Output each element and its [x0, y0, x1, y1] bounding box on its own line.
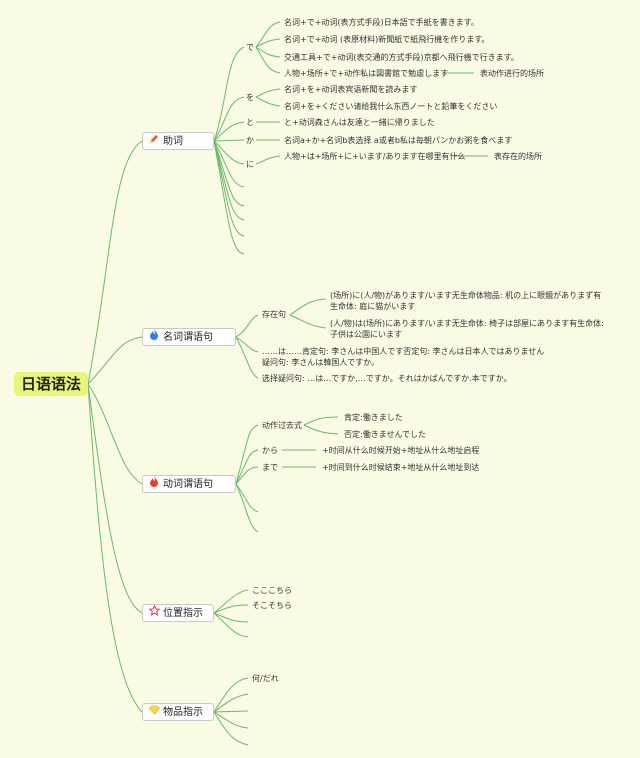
pencil-icon — [147, 133, 161, 151]
root-topic[interactable]: 日语语法 — [14, 372, 88, 396]
verb-past[interactable]: 动作过去式 — [262, 421, 302, 430]
particle-ni-note[interactable]: 表存在的场所 — [494, 152, 542, 161]
particle-de-item[interactable]: 名词+で+动词 (表原材料)新聞紙で紙飛行機を作ります。 — [284, 35, 490, 44]
branch-location[interactable]: 位置指示 — [142, 604, 214, 622]
verb-made-item[interactable]: +时间到什么时候结束+地址从什么地址到达 — [322, 463, 480, 472]
branch-verb-predicate[interactable]: 动词谓语句 — [142, 475, 236, 493]
branch-particles[interactable]: 助词 — [142, 132, 214, 150]
branch-label: 位置指示 — [163, 608, 203, 619]
verb-kara-item[interactable]: +时间从什么时候开始+地址从什么地址启程 — [322, 446, 480, 455]
branch-label: 助词 — [163, 136, 183, 147]
branch-noun-predicate[interactable]: 名词谓语句 — [142, 328, 236, 346]
fire-icon — [147, 329, 161, 347]
location-item[interactable]: こここちら — [252, 586, 292, 595]
particle-de-note[interactable]: 表动作进行的场所 — [480, 69, 544, 78]
branch-label: 动词谓语句 — [163, 479, 213, 490]
particle-ni[interactable]: に — [246, 160, 254, 169]
location-item[interactable]: そこそちら — [252, 601, 292, 610]
particle-ka-item[interactable]: 名词a+か+名词b表选择 a或者b私は毎朝パンかお粥を食べます — [284, 136, 513, 145]
noun-predicate-item[interactable]: ……は……肯定句: 李さんは中国人です否定句: 李さんは日本人ではありません — [262, 347, 545, 356]
branch-label: 名词谓语句 — [163, 332, 213, 343]
verb-past-item[interactable]: 肯定:働きました — [344, 413, 403, 422]
verb-kara[interactable]: から — [262, 446, 278, 455]
noun-predicate-item[interactable]: 疑问句: 李さんは韓国人ですか。 — [262, 358, 380, 367]
verb-past-item[interactable]: 否定:働きませんでした — [344, 430, 427, 439]
particle-ni-item[interactable]: 人物+は+场所+に+います/あります在哪里有什么 — [284, 152, 466, 161]
particle-wo-item[interactable]: 名词+を+动词表宾语新聞を読みます — [284, 85, 418, 94]
particle-de-item[interactable]: 交通工具+で+动词(表交通的方式手段)京都へ飛行機で行きます。 — [284, 53, 519, 62]
particle-de-item[interactable]: 人物+场所+で+动作私は図書館で勉虐します — [284, 69, 449, 78]
verb-made[interactable]: まで — [262, 463, 278, 472]
particle-de[interactable]: で — [246, 43, 254, 52]
existence-item[interactable]: (人/物)は(场所)にあります/います无生命体: 椅子は部屋にあります有生命体:… — [330, 319, 604, 339]
particle-ka[interactable]: か — [246, 136, 254, 145]
particle-wo-item[interactable]: 名词+を+ください请给我什么东西ノートと鉛筆をください — [284, 102, 498, 111]
diamond-icon — [147, 704, 161, 722]
noun-predicate-item[interactable]: 选择疑问句: …は…ですか,…ですか。それはかばんですか.本ですか。 — [262, 374, 512, 383]
particle-wo[interactable]: を — [246, 93, 254, 102]
particle-to-item[interactable]: と+动词森さんは友達と一緒に帰りました — [284, 118, 435, 127]
existence-item[interactable]: (场所)に(人/物)があります/います无生命体物品: 机の上に眼鏡がありまず有生… — [330, 291, 602, 311]
branch-label: 物品指示 — [163, 707, 203, 718]
particle-to[interactable]: と — [246, 118, 254, 127]
fire-icon — [147, 476, 161, 494]
object-item[interactable]: 何/だれ — [252, 674, 279, 683]
branch-object[interactable]: 物品指示 — [142, 703, 214, 721]
particle-de-item[interactable]: 名词+で+动词(表方式手段)日本語で手紙を書きます。 — [284, 18, 479, 27]
star-icon — [147, 604, 161, 623]
existence-sentence[interactable]: 存在句 — [262, 310, 286, 319]
